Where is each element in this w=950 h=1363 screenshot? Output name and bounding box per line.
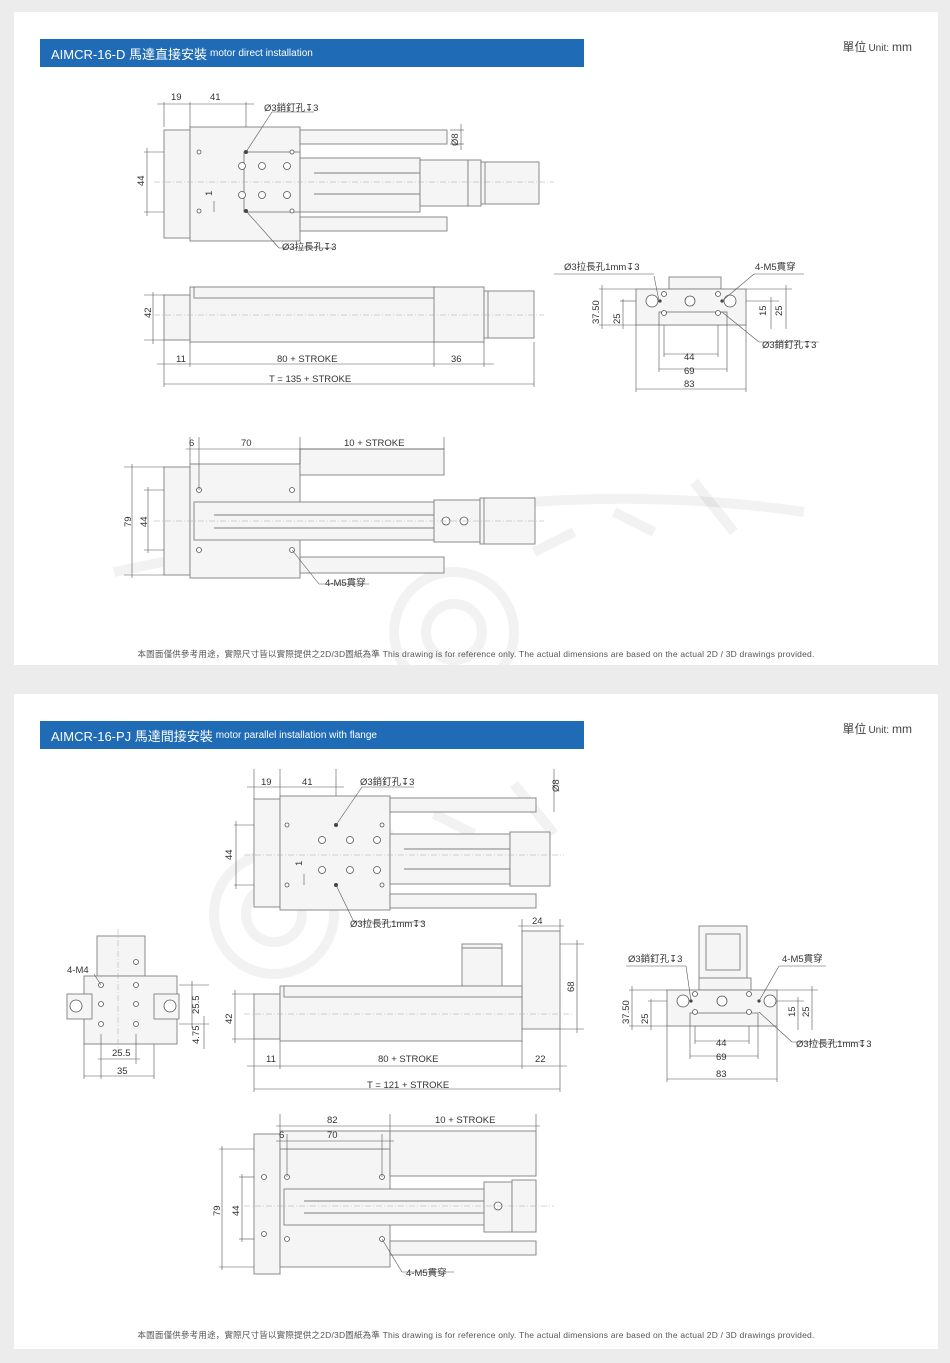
label-slot: Ø3拉長孔1mm↧3 (350, 918, 426, 930)
label-end-slot: Ø3拉長孔1mm↧3 (564, 261, 640, 273)
label-slot: Ø3拉長孔↧3 (282, 241, 336, 253)
dim-stroke: 80 + STROKE (277, 354, 337, 365)
dim-bot-6: 6 (189, 438, 194, 449)
dim-gap-1: 1 (204, 191, 215, 196)
side-view (232, 919, 584, 1092)
dim-end-25b: 25 (774, 305, 785, 316)
side-view (144, 286, 544, 387)
dim-side-255: 25.5 (191, 996, 202, 1015)
dim-rod-diameter: Ø8 (551, 779, 562, 792)
dim-top-19: 19 (171, 92, 182, 103)
dim-end-15: 15 (758, 305, 769, 316)
dim-height-42: 42 (224, 1013, 235, 1024)
dim-bot-44: 44 (231, 1205, 242, 1216)
dim-bot-79: 79 (212, 1205, 223, 1216)
end-view (554, 273, 819, 392)
dim-height-44: 44 (224, 849, 235, 860)
dim-24: 24 (532, 916, 543, 927)
dim-end-69: 69 (716, 1052, 727, 1063)
bottom-view (219, 1114, 554, 1275)
label-end-m5: 4-M5貫穿 (755, 261, 796, 273)
dim-bot-44: 44 (139, 516, 150, 527)
label-end-pin: Ø3銷釘孔↧3 (628, 953, 682, 965)
dim-bot-6: 6 (279, 1130, 284, 1141)
dim-top-19: 19 (261, 777, 272, 788)
dim-bot-82: 82 (327, 1115, 338, 1126)
disclaimer-footnote: 本圖面僅供參考用途，實際尺寸皆以實際提供之2D/3D圖紙為準 This draw… (137, 649, 815, 659)
section-title: AIMCR-16-PJ 馬達間接安裝 (51, 728, 213, 744)
dim-11: 11 (176, 354, 186, 365)
dim-bot-stroke: 10 + STROKE (344, 438, 404, 449)
drawing-panel-parallel: AIMCR-16-PJ 馬達間接安裝 motor parallel instal… (14, 694, 938, 1349)
flange-side-view (66, 929, 209, 1079)
dim-bot-79: 79 (123, 516, 134, 527)
disclaimer-footnote: 本圖面僅供參考用途，實際尺寸皆以實際提供之2D/3D圖紙為準 This draw… (137, 1330, 815, 1340)
top-view (234, 769, 564, 923)
dim-bot-stroke: 10 + STROKE (435, 1115, 495, 1126)
dim-11: 11 (266, 1054, 276, 1065)
label-pin-hole: Ø3銷釘孔↧3 (360, 776, 414, 788)
technical-drawing: 19 41 Ø3銷釘孔↧3 Ø8 44 1 Ø3拉長孔1mm↧3 (66, 769, 872, 1279)
dim-end-44: 44 (684, 352, 695, 363)
dim-stroke: 80 + STROKE (378, 1054, 438, 1065)
technical-drawing: 19 41 Ø3銷釘孔↧3 Ø8 44 1 Ø3拉長孔↧3 42 (113, 92, 819, 665)
label-bot-m5: 4-M5貫穿 (325, 577, 366, 589)
dim-bot-70: 70 (327, 1130, 338, 1141)
dim-gap-1: 1 (294, 861, 305, 866)
dim-end-69: 69 (684, 366, 695, 377)
dim-end-25: 25 (640, 1013, 651, 1024)
section-title: AIMCR-16-D 馬達直接安裝 (51, 46, 208, 62)
end-view (626, 925, 864, 1082)
top-view (144, 102, 554, 249)
section-title-banner: AIMCR-16-PJ 馬達間接安裝 motor parallel instal… (40, 721, 584, 749)
dim-rod-diameter: Ø8 (450, 133, 461, 146)
dim-height-68: 68 (566, 981, 577, 992)
dim-top-41: 41 (302, 777, 313, 788)
dim-end-25b: 25 (801, 1006, 812, 1017)
bottom-view (124, 437, 544, 585)
section-subtitle: motor direct installation (210, 47, 313, 59)
dim-height-44: 44 (136, 175, 147, 186)
dim-side-35: 35 (117, 1066, 128, 1077)
label-bot-m5: 4-M5貫穿 (406, 1267, 447, 1279)
label-pin-hole: Ø3銷釘孔↧3 (264, 102, 318, 114)
dim-top-41: 41 (210, 92, 221, 103)
dim-36: 36 (451, 354, 462, 365)
dim-end-15: 15 (787, 1006, 798, 1017)
dim-height-42: 42 (143, 307, 154, 318)
label-end-slot: Ø3拉長孔1mm↧3 (796, 1038, 872, 1050)
dim-side-255b: 25.5 (112, 1048, 131, 1059)
dim-end-3750: 37.50 (591, 300, 602, 324)
label-end-m5: 4-M5貫穿 (782, 953, 823, 965)
dim-end-3750: 37.50 (621, 1000, 632, 1024)
dim-end-83: 83 (684, 379, 695, 390)
dim-end-83: 83 (716, 1069, 727, 1080)
dim-total: T = 121 + STROKE (367, 1080, 449, 1091)
drawing-panel-direct: AIMCR-16-D 馬達直接安裝 motor direct installat… (14, 12, 938, 665)
dim-end-25: 25 (612, 313, 623, 324)
label-end-pin: Ø3銷釘孔↧3 (762, 339, 816, 351)
label-side-m4: 4-M4 (67, 965, 89, 976)
dim-side-475: 4.75 (191, 1026, 202, 1045)
section-title-banner: AIMCR-16-D 馬達直接安裝 motor direct installat… (40, 39, 584, 67)
dim-end-44: 44 (716, 1038, 727, 1049)
dim-bot-70: 70 (241, 438, 252, 449)
dim-total: T = 135 + STROKE (269, 374, 351, 385)
dim-22: 22 (535, 1054, 546, 1065)
section-subtitle: motor parallel installation with flange (215, 729, 377, 741)
